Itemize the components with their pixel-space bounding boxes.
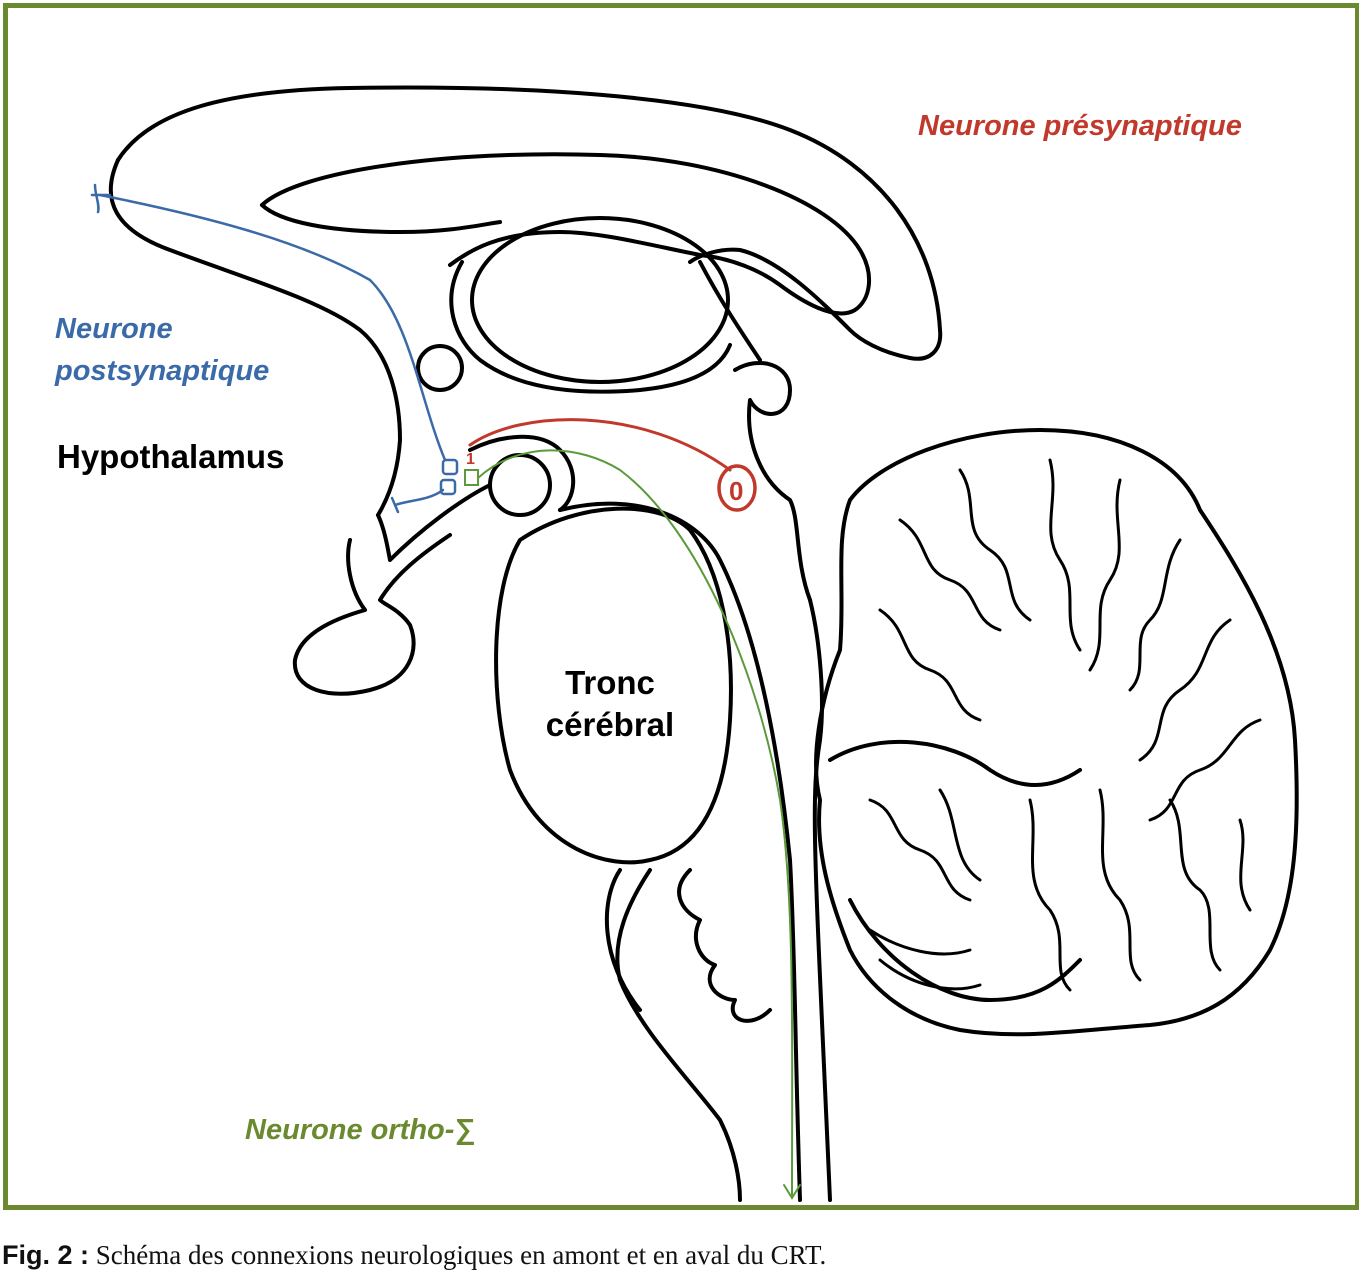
pituitary-stalk	[292, 533, 452, 696]
corpus-callosum	[260, 152, 872, 316]
presynaptic-neuron	[468, 418, 757, 512]
thalamus	[470, 216, 730, 384]
cerebellum-lobe-divider	[828, 739, 1082, 787]
ortho-label: Neurone ortho-∑	[245, 1114, 476, 1146]
tectum	[698, 260, 762, 362]
caption-text: Schéma des connexions neurologiques en a…	[89, 1240, 827, 1270]
fourth-ventricle	[733, 360, 812, 602]
brainstem-label: Tronc cérébral	[540, 662, 680, 746]
postsynaptic-label-line2: postsynaptique	[55, 355, 270, 387]
cerebellum-folia	[868, 458, 1262, 992]
ortho-neuron	[464, 449, 801, 1200]
postsynaptic-neuron	[90, 183, 459, 514]
fornix	[449, 260, 732, 394]
medulla-outline	[615, 868, 742, 1202]
marker-zero: 0	[729, 476, 743, 506]
presynaptic-label: Neurone présynaptique	[918, 110, 1242, 142]
cerebrum-outline	[116, 85, 943, 361]
lamina-terminalis	[376, 483, 492, 562]
anterior-commissure	[416, 344, 464, 392]
callosum-inner	[260, 203, 502, 234]
brainstem-label-line2: cérébral	[545, 706, 675, 743]
front-wall	[108, 158, 402, 517]
olive	[677, 868, 772, 1023]
figure-caption: Fig. 2 : Schéma des connexions neurologi…	[2, 1240, 826, 1271]
figure-number: Fig. 2 :	[2, 1240, 89, 1270]
cerebellum-lower-lobe	[848, 898, 1082, 1002]
brainstem-label-line1: Tronc	[565, 664, 655, 701]
brainstem-outline-left	[558, 501, 802, 1202]
postsynaptic-label-line1: Neurone	[55, 313, 173, 345]
marker-one: 1	[466, 451, 475, 468]
medulla-left	[604, 868, 642, 1012]
figure-frame	[3, 3, 1359, 1210]
cerebellum-outline	[814, 428, 1299, 1037]
third-ventricle-floor	[468, 434, 576, 512]
hypothalamus-label: Hypothalamus	[57, 438, 285, 475]
brain-sagittal-diagram: 0 1	[90, 85, 1299, 1202]
postsynaptic-label: Neurone postsynaptique	[55, 308, 269, 392]
